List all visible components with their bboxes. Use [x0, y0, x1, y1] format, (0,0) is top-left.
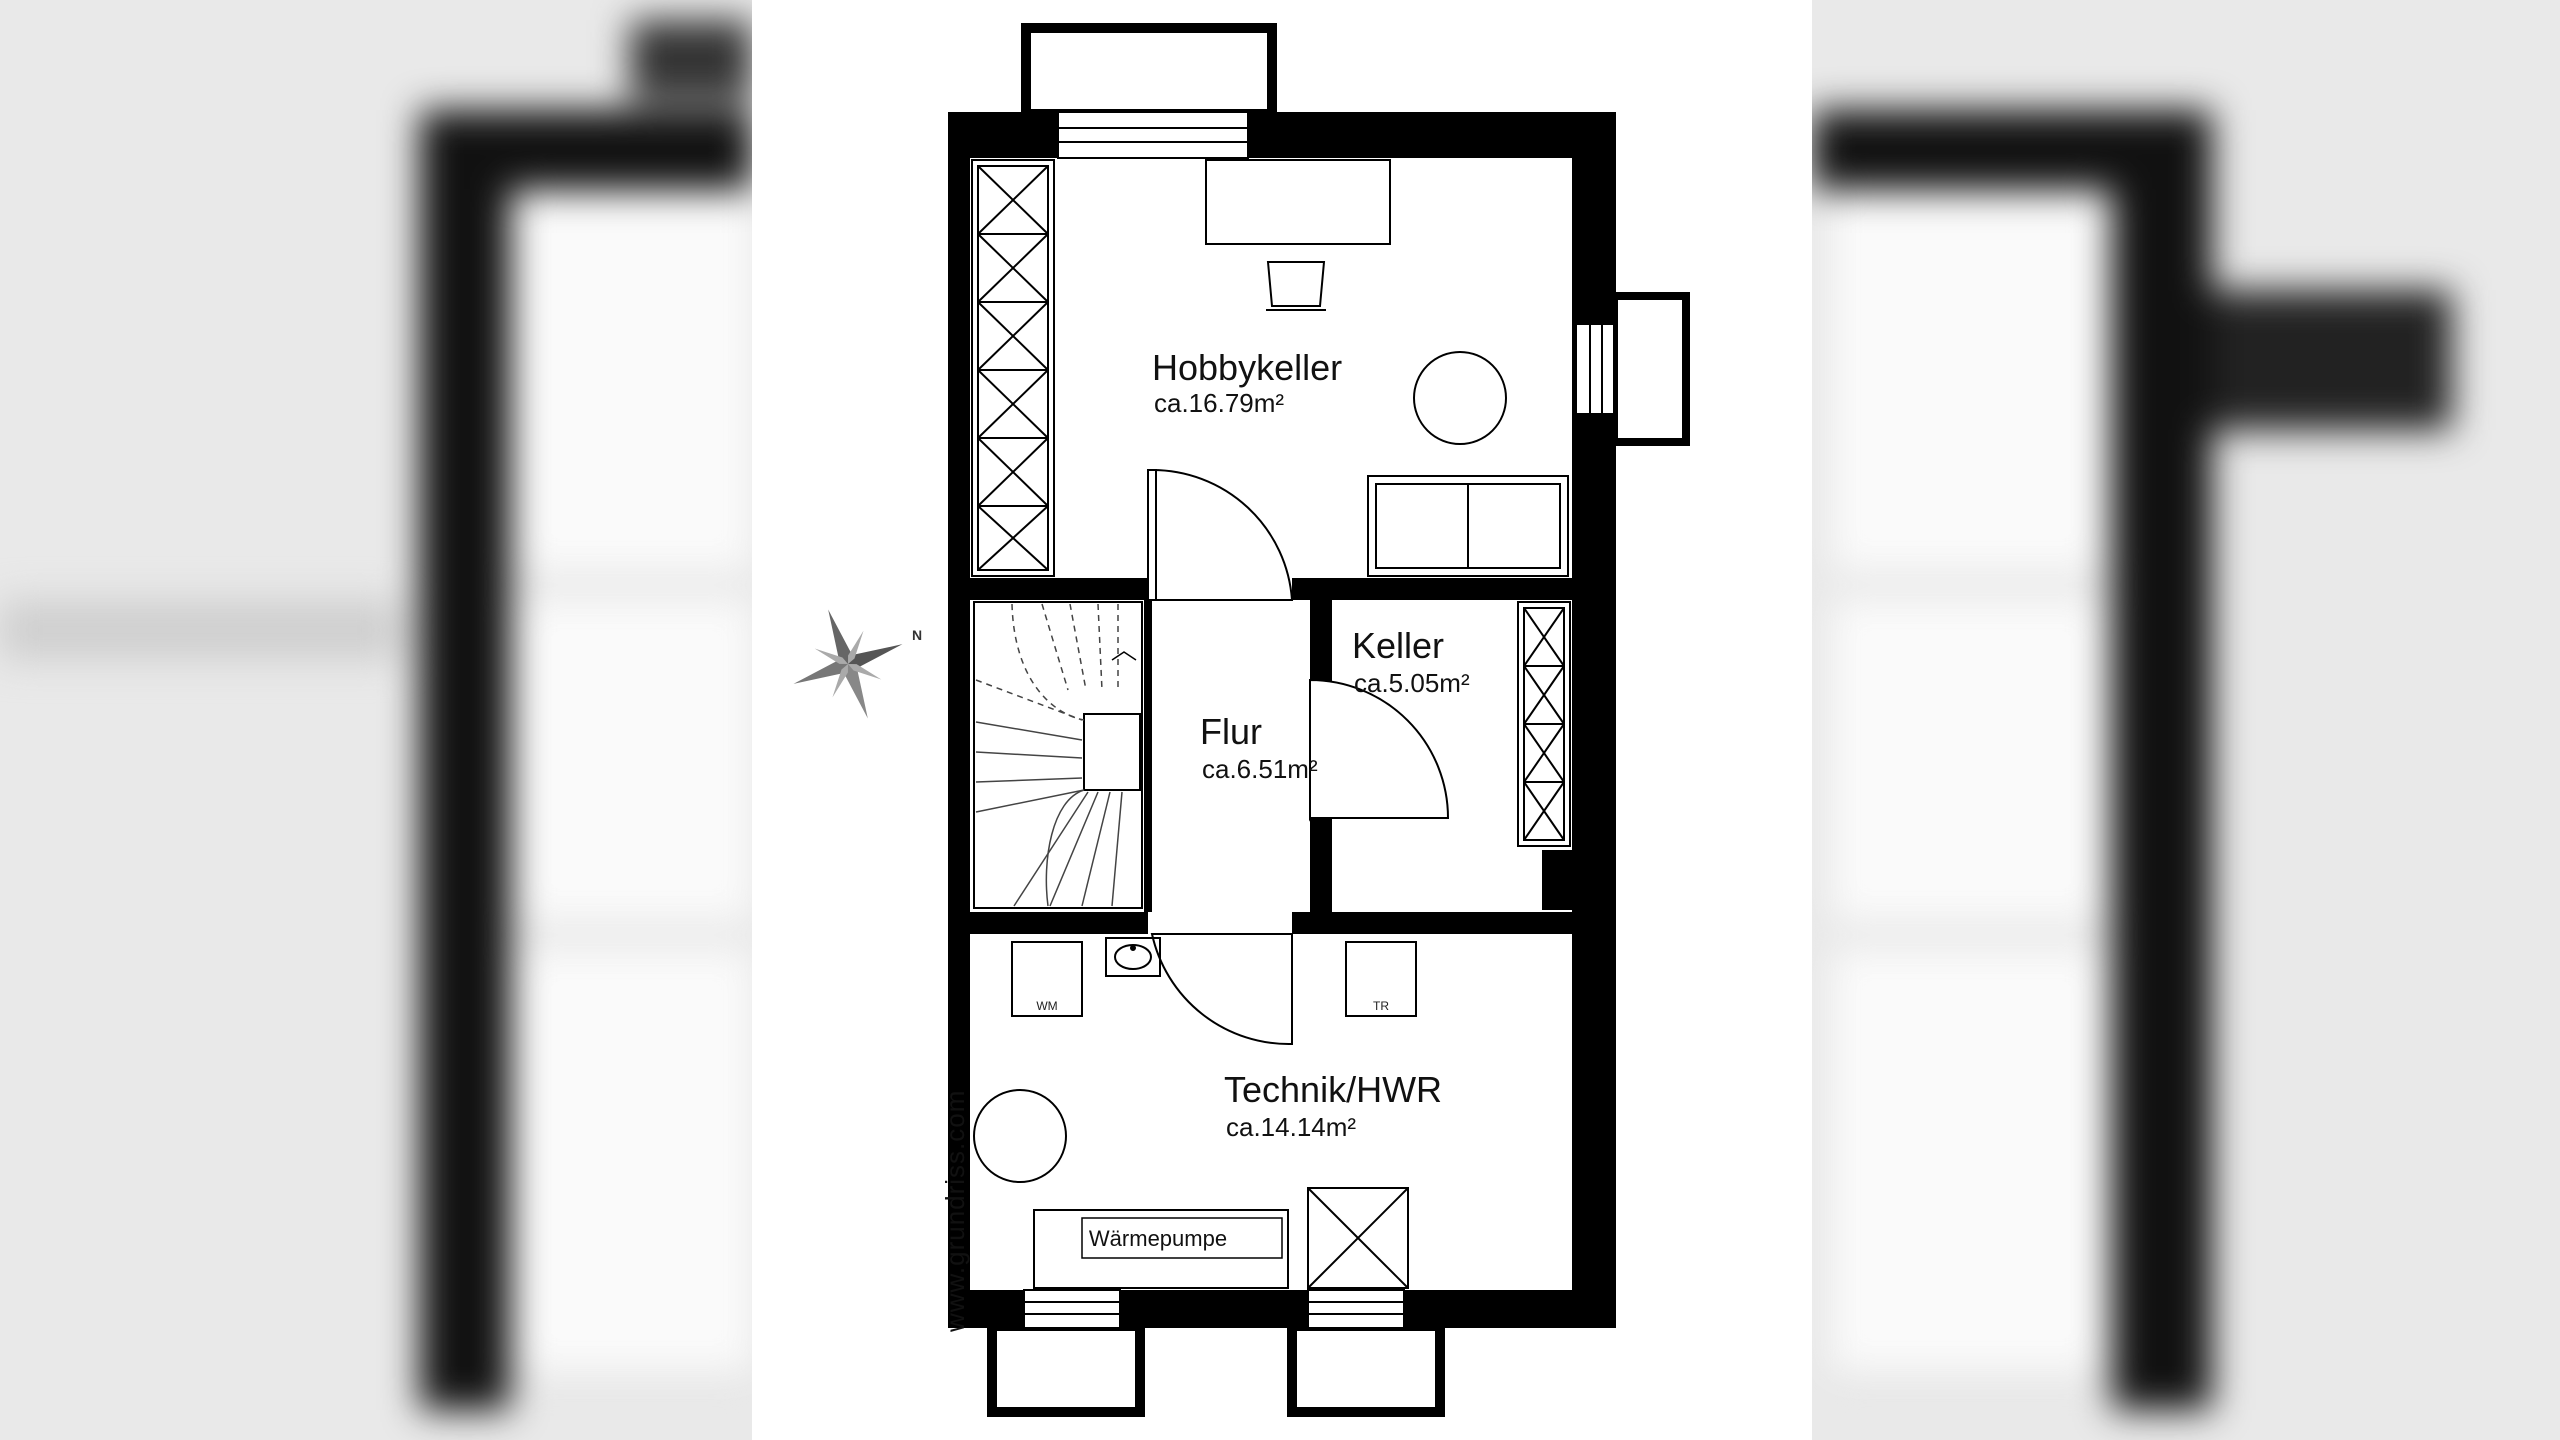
light-well-top	[1021, 23, 1277, 159]
room-area-flur: ca.6.51m²	[1202, 754, 1318, 784]
light-well-right	[1575, 292, 1690, 446]
door-technik	[1150, 933, 1293, 1046]
desk	[1205, 159, 1391, 245]
compass-north-label: N	[912, 627, 922, 643]
room-area-technik: ca.14.14m²	[1226, 1112, 1356, 1142]
door-keller	[1309, 678, 1450, 822]
compass-rose-icon	[793, 609, 903, 719]
room-name-keller: Keller	[1352, 625, 1444, 666]
room-name-hobbykeller: Hobbykeller	[1152, 347, 1342, 388]
interior-walls	[970, 578, 1572, 934]
heat-pump: Wärmepumpe	[1033, 1209, 1289, 1289]
light-well-bottom-left	[987, 1289, 1145, 1417]
light-well-bottom-right	[1287, 1289, 1445, 1417]
watermark-text: www.grundriss.com	[940, 1090, 970, 1333]
staircase	[973, 601, 1143, 909]
shelf-hobbykeller	[971, 159, 1055, 577]
blurred-background-left	[0, 0, 752, 1440]
washing-machine: WM	[1011, 941, 1083, 1017]
blurred-background-right	[1812, 0, 2560, 1440]
room-area-hobbykeller: ca.16.79m²	[1154, 388, 1284, 418]
round-table	[1413, 351, 1507, 445]
washer-label: WM	[1036, 999, 1057, 1013]
room-name-technik: Technik/HWR	[1224, 1069, 1442, 1110]
sofa	[1367, 475, 1569, 577]
storage-box	[1307, 1187, 1409, 1289]
round-tank	[973, 1089, 1067, 1183]
shelf-keller	[1517, 601, 1571, 847]
heat-pump-label: Wärmepumpe	[1089, 1226, 1227, 1251]
floor-plan: WM TR Wärmepumpe Hobbykeller ca.16.79m² …	[752, 0, 1812, 1440]
dryer: TR	[1345, 941, 1417, 1017]
dryer-label: TR	[1373, 999, 1389, 1013]
sink	[1105, 937, 1161, 977]
chair	[1266, 261, 1326, 311]
room-name-flur: Flur	[1200, 711, 1262, 752]
room-area-keller: ca.5.05m²	[1354, 668, 1470, 698]
door-hobbykeller	[1147, 468, 1294, 601]
